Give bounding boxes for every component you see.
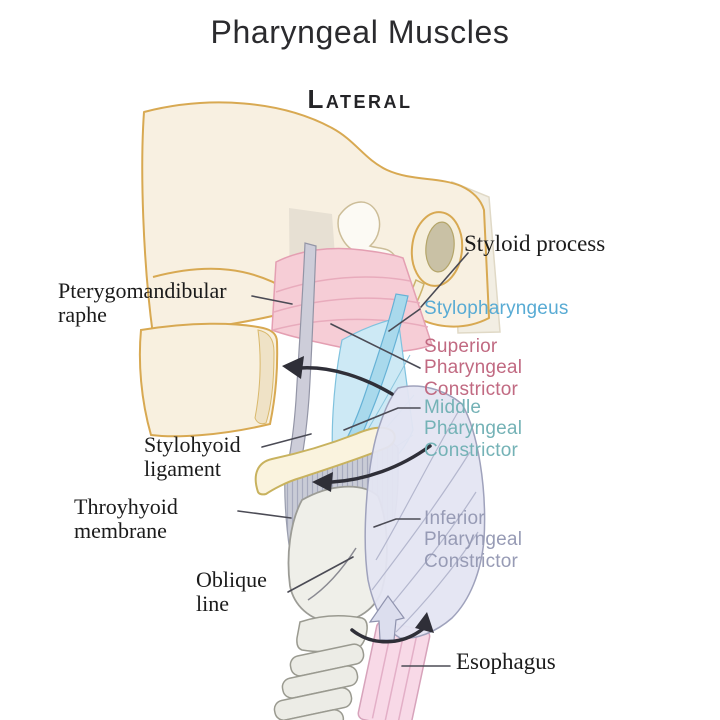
lower-arrow-head (415, 612, 434, 633)
middle-arrow (330, 444, 432, 484)
leader-superior (330, 323, 421, 369)
label-pterygomandibular-raphe: Pterygomandibular raphe (58, 278, 227, 328)
muscle-tip-arrow (368, 594, 406, 641)
leader-stylohyoid (261, 433, 312, 448)
lower-arrow (350, 626, 426, 644)
direction-arrows (282, 356, 434, 644)
leader-lines (237, 252, 469, 667)
mandible-cut-edge (254, 329, 275, 425)
label-styloid-process: Styloid process (464, 231, 606, 256)
inferior-constrictor-shape (364, 385, 486, 641)
leader-stylopharyngeus (388, 308, 421, 332)
label-stylopharyngeus: Stylopharyngeus (424, 298, 569, 319)
oblique-line-mark (307, 547, 357, 601)
leader-thyrohyoid (237, 510, 292, 519)
leader-inferior (373, 518, 421, 528)
label-superior-pharyngeal-constrictor: Superior Pharyngeal Constrictor (424, 336, 523, 400)
upper-arrow (298, 366, 394, 396)
view-label: Lateral (307, 84, 413, 114)
label-middle-pharyngeal-constrictor: Middle Pharyngeal Constrictor (424, 397, 523, 461)
label-stylohyoid-ligament: Stylohyoid ligament (144, 432, 241, 482)
label-thyrohyoid-membrane: Throyhyoid membrane (74, 494, 178, 544)
mandible-shape (138, 322, 279, 438)
label-inferior-pharyngeal-constrictor: Inferior Pharyngeal Constrictor (424, 508, 523, 572)
leader-middle (343, 407, 421, 431)
leader-styloid (420, 252, 469, 308)
ear-canal-inner (425, 221, 455, 273)
leader-oblique (287, 556, 354, 593)
label-esophagus: Esophagus (456, 649, 556, 674)
leader-pterygomandibular (251, 295, 293, 305)
upper-arrow-head (282, 356, 304, 379)
trachea-rings (265, 615, 368, 720)
label-oblique-line: Oblique line (196, 567, 267, 617)
middle-arrow-head (312, 472, 333, 492)
page-title: Pharyngeal Muscles (210, 14, 510, 50)
